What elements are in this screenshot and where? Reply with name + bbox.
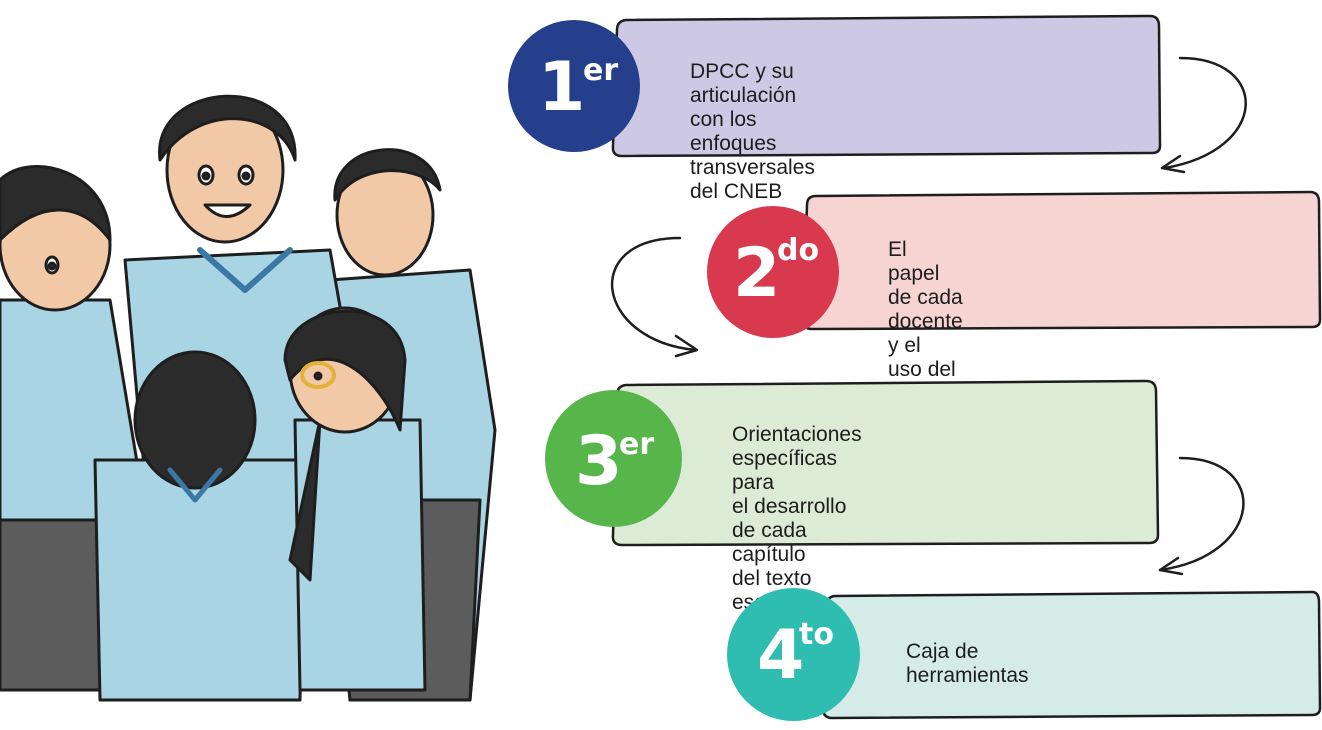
step-3-number: 3 (575, 422, 623, 501)
step-2-suffix: do (777, 233, 820, 268)
step-4-badge: 4 to (727, 588, 860, 721)
step-2-line: El papel de cada docente y el (888, 238, 963, 357)
step-2-badge: 2 do (707, 206, 839, 338)
step-2-number: 2 (733, 234, 781, 313)
arrow-2-to-3-head (674, 334, 699, 358)
arrow-1-to-2-head (1160, 154, 1186, 174)
step-2-card (800, 190, 1322, 331)
step-3-badge: 3 er (545, 390, 682, 527)
step-4-line: Caja de herramientas (906, 640, 1029, 687)
step-1-badge: 1 er (508, 20, 640, 152)
step-1-line: DPCC y su articulación con los (690, 60, 797, 131)
step-1-number: 1 (538, 48, 586, 127)
step-1-line: enfoques transversales del CNEB (690, 132, 815, 203)
students-illustration (0, 94, 497, 702)
step-1-card (608, 12, 1163, 158)
step-1-suffix: er (583, 53, 619, 88)
arrow-3-to-4-head (1158, 556, 1184, 576)
arrow-3-to-4 (1158, 456, 1245, 572)
arrow-2-to-3 (610, 236, 697, 352)
step-4-number: 4 (757, 616, 805, 695)
step-1-text: DPCC y su articulación con los enfoques … (690, 60, 815, 204)
step-3-line: el desarrollo de cada capítulo (732, 495, 847, 566)
step-3-line: Orientaciones específicas para (732, 423, 862, 494)
step-4-text: Caja de herramientas (906, 640, 1029, 688)
arrow-1-to-2 (1163, 56, 1247, 170)
step-4-suffix: to (799, 617, 834, 652)
step-3-suffix: er (619, 427, 655, 462)
